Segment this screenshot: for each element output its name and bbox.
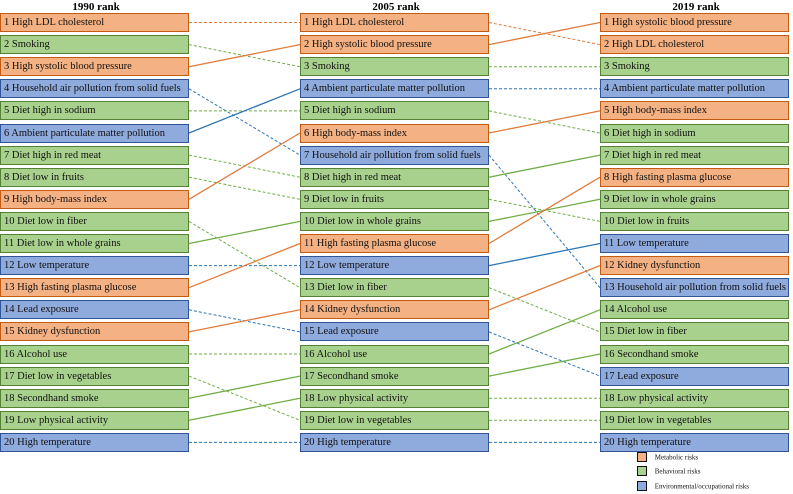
rank-item: 14 Kidney dysfunction <box>300 300 489 320</box>
rank-item: 16 Alcohol use <box>300 344 489 364</box>
rank-item: 19 Diet low in vegetables <box>300 410 489 430</box>
rank-item: 8 High fasting plasma glucose <box>600 167 789 187</box>
connector-line <box>188 220 301 245</box>
rank-item: 16 Secondhand smoke <box>600 344 789 364</box>
rank-item: 3 Smoking <box>600 57 789 77</box>
rank-item: 13 Diet low in fiber <box>300 278 489 298</box>
connector-line <box>488 353 601 377</box>
rank-item: 12 Low temperature <box>0 256 189 276</box>
legend-swatch-metabolic <box>637 452 647 463</box>
connector-line <box>488 309 601 355</box>
rank-item: 17 Diet low in vegetables <box>0 366 189 386</box>
rank-item: 2 Smoking <box>0 35 189 55</box>
rank-item: 15 Lead exposure <box>300 322 489 342</box>
rank-item: 6 Diet high in sodium <box>600 123 789 143</box>
rank-item: 4 Ambient particulate matter pollution <box>300 79 489 99</box>
rank-item: 12 Kidney dysfunction <box>600 256 789 276</box>
connector-line <box>488 154 601 289</box>
legend-item-behavioral: Behavioral risks <box>637 465 700 477</box>
rank-item: 5 High body-mass index <box>600 101 789 121</box>
rank-item: 6 High body-mass index <box>300 123 489 143</box>
connector-line <box>488 154 601 178</box>
column-title-2019: 2019 rank <box>672 1 720 13</box>
rank-item: 5 Diet high in sodium <box>300 101 489 121</box>
legend-item-environmental: Environmental/occupational risks <box>637 480 749 492</box>
rank-item: 8 Diet high in red meat <box>300 167 489 187</box>
rank-item: 14 Alcohol use <box>600 300 789 320</box>
rank-item: 15 Diet low in fiber <box>600 322 789 342</box>
legend-swatch-environmental <box>637 481 647 492</box>
rank-item: 20 High temperature <box>300 432 489 452</box>
rank-item: 19 Diet low in vegetables <box>600 410 789 430</box>
legend-label-environmental: Environmental/occupational risks <box>654 482 750 491</box>
rank-item: 7 Diet high in red meat <box>0 145 189 165</box>
rank-item: 11 Low temperature <box>600 234 789 253</box>
rank-item: 10 Diet low in whole grains <box>300 211 489 231</box>
legend-label-behavioral: Behavioral risks <box>654 467 701 476</box>
rank-item: 11 High fasting plasma glucose <box>300 234 489 253</box>
rank-item: 9 Diet low in whole grains <box>600 189 789 209</box>
rank-item: 4 Household air pollution from solid fue… <box>0 79 189 99</box>
rank-item: 14 Lead exposure <box>0 300 189 320</box>
rank-item: 2 High systolic blood pressure <box>300 35 489 55</box>
rank-item: 9 High body-mass index <box>0 189 189 209</box>
rank-item: 1 High LDL cholesterol <box>300 13 489 32</box>
connector-line <box>488 287 601 333</box>
rank-item: 16 Alcohol use <box>0 344 189 364</box>
rank-item: 7 Household air pollution from solid fue… <box>300 145 489 165</box>
connector-line <box>188 132 301 200</box>
rank-item: 1 High systolic blood pressure <box>600 13 789 32</box>
rank-item: 9 Diet low in fruits <box>300 189 489 209</box>
legend-label-metabolic: Metabolic risks <box>654 453 699 462</box>
rank-item: 11 Diet low in whole grains <box>0 234 189 253</box>
rank-item: 12 Low temperature <box>300 256 489 276</box>
column-title-1990: 1990 rank <box>72 1 120 13</box>
connector-line <box>188 309 301 333</box>
connector-line <box>488 331 601 377</box>
rank-item: 17 Lead exposure <box>600 366 789 386</box>
rank-item: 7 Diet high in red meat <box>600 145 789 165</box>
connector-line <box>188 88 301 134</box>
rank-item: 2 High LDL cholesterol <box>600 35 789 55</box>
connector-line <box>488 264 601 311</box>
column-title-2005: 2005 rank <box>372 1 420 13</box>
connector-line <box>188 220 301 289</box>
rank-item: 10 Diet low in fruits <box>600 211 789 231</box>
rank-item: 18 Secondhand smoke <box>0 388 189 408</box>
connector-line <box>488 110 601 134</box>
connector-line <box>188 242 301 289</box>
rank-item: 13 High fasting plasma glucose <box>0 278 189 298</box>
connector-line <box>188 397 301 421</box>
connector-line <box>488 242 601 267</box>
connector-line <box>188 375 301 399</box>
rank-item: 5 Diet high in sodium <box>0 101 189 121</box>
rank-item: 6 Ambient particulate matter pollution <box>0 123 189 143</box>
rank-item: 1 High LDL cholesterol <box>0 13 189 32</box>
rank-item: 19 Low physical activity <box>0 410 189 430</box>
rank-item: 18 Low physical activity <box>600 388 789 408</box>
connector-line <box>188 176 301 200</box>
rank-item: 18 Low physical activity <box>300 388 489 408</box>
connector-line <box>188 375 301 421</box>
connector-line <box>488 21 601 46</box>
rank-item: 10 Diet low in fiber <box>0 211 189 231</box>
rank-item: 20 High temperature <box>0 432 189 452</box>
rank-item: 17 Secondhand smoke <box>300 366 489 386</box>
rank-item: 8 Diet low in fruits <box>0 167 189 187</box>
connector-line <box>188 88 301 156</box>
legend-item-metabolic: Metabolic risks <box>637 451 698 463</box>
rank-item: 3 Smoking <box>300 57 489 77</box>
rank-item: 20 High temperature <box>600 432 789 452</box>
rank-item: 4 Ambient particulate matter pollution <box>600 79 789 99</box>
connector-line <box>488 176 601 245</box>
rank-item: 13 Household air pollution from solid fu… <box>600 278 789 298</box>
connector-line <box>188 43 301 68</box>
legend-swatch-behavioral <box>637 466 647 477</box>
rank-item: 3 High systolic blood pressure <box>0 57 189 77</box>
rank-item: 15 Kidney dysfunction <box>0 322 189 342</box>
